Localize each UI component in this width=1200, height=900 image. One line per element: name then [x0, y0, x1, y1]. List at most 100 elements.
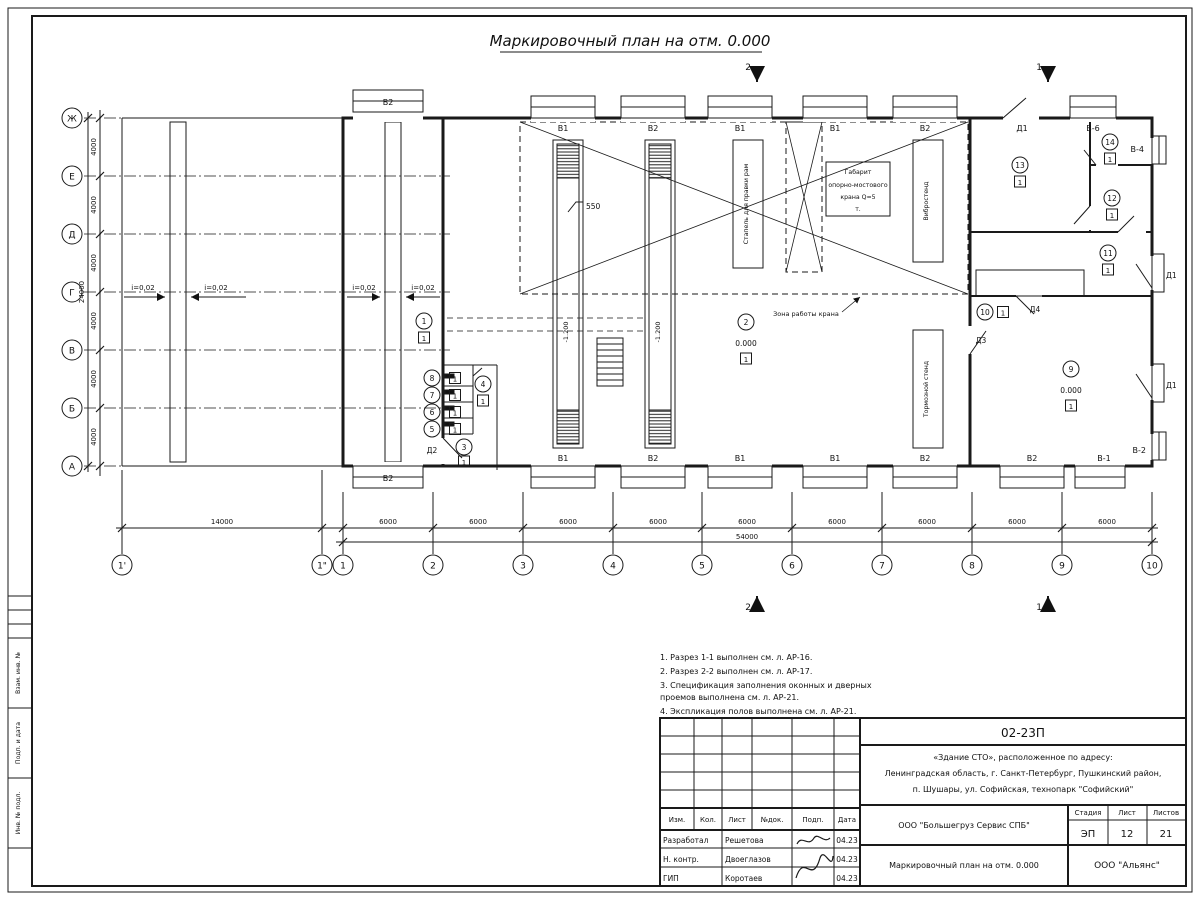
room-markers [415, 133, 1121, 468]
stamp-stage: ЭП [1081, 829, 1096, 840]
stamp-role: ГИП [663, 874, 679, 883]
dim-label: 4000 [90, 138, 98, 156]
window-label: В-2 [1133, 446, 1146, 455]
section-label: 2 [745, 603, 751, 613]
axis-col-label: 4 [610, 562, 616, 572]
dim-label: 6000 [738, 518, 756, 526]
axis-row-label: А [69, 463, 76, 473]
room-number: 4 [481, 380, 486, 389]
stamp-sheet-label: Лист [1118, 809, 1136, 817]
axis-row-label: Г [69, 289, 75, 299]
window-label: В1 [735, 124, 746, 133]
col-dim-lines [116, 523, 1158, 547]
slope-label: i=0,02 [131, 284, 154, 292]
inspection-pit [552, 139, 584, 449]
axis-col-label: 1' [118, 562, 126, 572]
floor-type: 1 [1110, 212, 1114, 220]
door-leaves [442, 97, 1153, 459]
axis-col-label: 3 [520, 562, 526, 572]
floor-type: 1 [462, 459, 466, 467]
window-label: В2 [1027, 454, 1038, 463]
dim-label: 4000 [90, 370, 98, 388]
stamp-col-header: Дата [838, 816, 856, 824]
room-number: 11 [1103, 249, 1113, 258]
stamp-name: Решетова [725, 836, 764, 845]
stamp-sheet-name: Маркировочный план на отм. 0.000 [889, 861, 1039, 870]
axis-col-label: 10 [1146, 562, 1158, 572]
axis-col-label: 6 [789, 562, 795, 572]
stairs-hatch [975, 269, 1085, 297]
canopy-outline [121, 117, 343, 467]
stamp-company: ООО "Альянс" [1094, 861, 1160, 871]
stamp-name: Двоеглазов [725, 855, 771, 864]
col-extension-lines [121, 470, 1153, 554]
frame-side-blocks [7, 595, 33, 849]
stamp-sheets-label: Листов [1153, 809, 1179, 817]
room-number: 8 [430, 374, 435, 383]
door-label: Д1 [1016, 124, 1027, 133]
stamp-sheet: 12 [1121, 829, 1134, 840]
slope-label: i=0,02 [411, 284, 434, 292]
dim-label: 6000 [918, 518, 936, 526]
window-label: В2 [648, 454, 659, 463]
ramp-strip [169, 121, 187, 463]
sheet-frame [7, 7, 1193, 893]
axis-col-label: 2 [430, 562, 436, 572]
dim-label: 6000 [1098, 518, 1116, 526]
room-number: 6 [430, 408, 435, 417]
door-label: Д1 [1166, 271, 1177, 280]
window-label: В2 [383, 474, 394, 483]
crane-note-line: опорно-мостового [828, 182, 888, 189]
row-axis-bubbles [61, 107, 83, 477]
slope-label: i=0,02 [204, 284, 227, 292]
crane-zone [447, 121, 969, 332]
floor-type: 1 [453, 376, 457, 384]
interior-partitions [970, 118, 1152, 297]
window-label: В1 [830, 454, 841, 463]
hall-stairs [596, 337, 624, 387]
pit-depth-label: -1.200 [654, 322, 662, 343]
room-number: 1 [422, 317, 427, 326]
window-label: В-4 [1131, 145, 1144, 154]
window-label: В2 [920, 124, 931, 133]
room-number: 5 [430, 425, 435, 434]
side-label: Подп. и дата [15, 722, 22, 764]
room-number: 7 [430, 391, 435, 400]
dim-label: 6000 [1008, 518, 1026, 526]
crane-note-line: т. [855, 206, 861, 213]
elevation-mark: 0.000 [1060, 386, 1082, 395]
section-marks [749, 66, 1056, 612]
dim-label: 6000 [559, 518, 577, 526]
equipment-label: Тормозной стенд [922, 361, 930, 418]
room-number: 13 [1015, 161, 1025, 170]
dim-label: 4000 [90, 428, 98, 446]
note-line: проемов выполнена см. л. АР-21. [660, 693, 799, 702]
floor-type: 1 [453, 410, 457, 418]
room-number: 3 [462, 443, 467, 452]
room-number: 9 [1069, 365, 1074, 374]
stamp-object-line: Ленинградская область, г. Санкт-Петербур… [885, 769, 1162, 778]
title-block-grid [659, 717, 1187, 887]
axis-col-label: 1" [317, 562, 327, 572]
stamp-col-header: Изм. [669, 816, 685, 824]
window-label: В1 [558, 124, 569, 133]
crane-note-line: Габарит [845, 168, 872, 176]
window-label: В-6 [1086, 124, 1099, 133]
floor-type: 1 [1108, 156, 1112, 164]
axis-col-label: 5 [699, 562, 705, 572]
row-axis-lines [84, 117, 450, 467]
floor-type: 1 [453, 393, 457, 401]
floor-type: 1 [481, 398, 485, 406]
dim-550-mark [567, 201, 583, 213]
stamp-object-line: «Здание СТО», расположенное по адресу: [933, 753, 1113, 762]
door-label: Д1 [1166, 381, 1177, 390]
stamp-role: Н. контр. [663, 855, 699, 864]
stamp-col-header: Подп. [802, 816, 823, 824]
axis-col-label: 8 [969, 562, 975, 572]
dim-label: 6000 [649, 518, 667, 526]
window-label: В2 [648, 124, 659, 133]
window-label: В1 [830, 124, 841, 133]
stamp-col-header: №док. [761, 816, 784, 824]
door-label: Д4 [1030, 305, 1041, 314]
